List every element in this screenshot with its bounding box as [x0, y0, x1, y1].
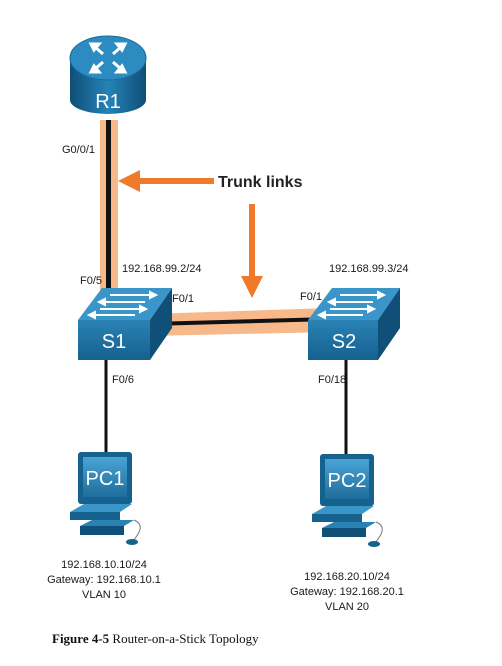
router-name: R1: [95, 91, 121, 113]
pc2-gateway-label: Gateway: 192.168.20.1: [290, 586, 404, 598]
router-r1-icon[interactable]: R1: [69, 35, 147, 114]
figure-title: Router-on-a-Stick Topology: [112, 631, 259, 646]
trunk-arrow-down: [241, 204, 263, 298]
trunk-links-label: Trunk links: [218, 174, 303, 191]
switch-s1-icon[interactable]: S1: [78, 288, 172, 360]
s2-ip-label: 192.168.99.3/24: [329, 263, 409, 275]
trunk-link-s1-s2: [149, 308, 331, 336]
s1-ip-label: 192.168.99.2/24: [122, 263, 202, 275]
router-port-label: G0/0/1: [62, 144, 95, 156]
s1-port-up-label: F0/5: [80, 275, 102, 287]
figure-caption: Figure 4-5 Router-on-a-Stick Topology: [52, 631, 259, 647]
switch2-name: S2: [332, 331, 356, 353]
pc1-gateway-label: Gateway: 192.168.10.1: [47, 574, 161, 586]
switch-s2-icon[interactable]: S2: [308, 288, 400, 360]
s2-port-trunk-label: F0/1: [300, 291, 322, 303]
s2-port-down-label: F0/18: [318, 374, 346, 386]
switch1-name: S1: [102, 331, 126, 353]
s1-port-trunk-label: F0/1: [172, 293, 194, 305]
trunk-arrow-left: [118, 170, 214, 192]
figure-number: Figure 4-5: [52, 631, 110, 646]
pc1-name: PC1: [86, 468, 125, 490]
pc1-icon[interactable]: PC1: [70, 452, 141, 545]
pc1-vlan-label: VLAN 10: [82, 589, 126, 601]
pc2-ip-label: 192.168.20.10/24: [304, 571, 390, 583]
pc1-ip-label: 192.168.10.10/24: [61, 559, 147, 571]
s1-port-down-label: F0/6: [112, 374, 134, 386]
trunk-link-r1-s1: [100, 120, 118, 320]
pc2-icon[interactable]: PC2: [312, 454, 383, 547]
pc2-name: PC2: [328, 470, 367, 492]
pc2-vlan-label: VLAN 20: [325, 601, 369, 613]
